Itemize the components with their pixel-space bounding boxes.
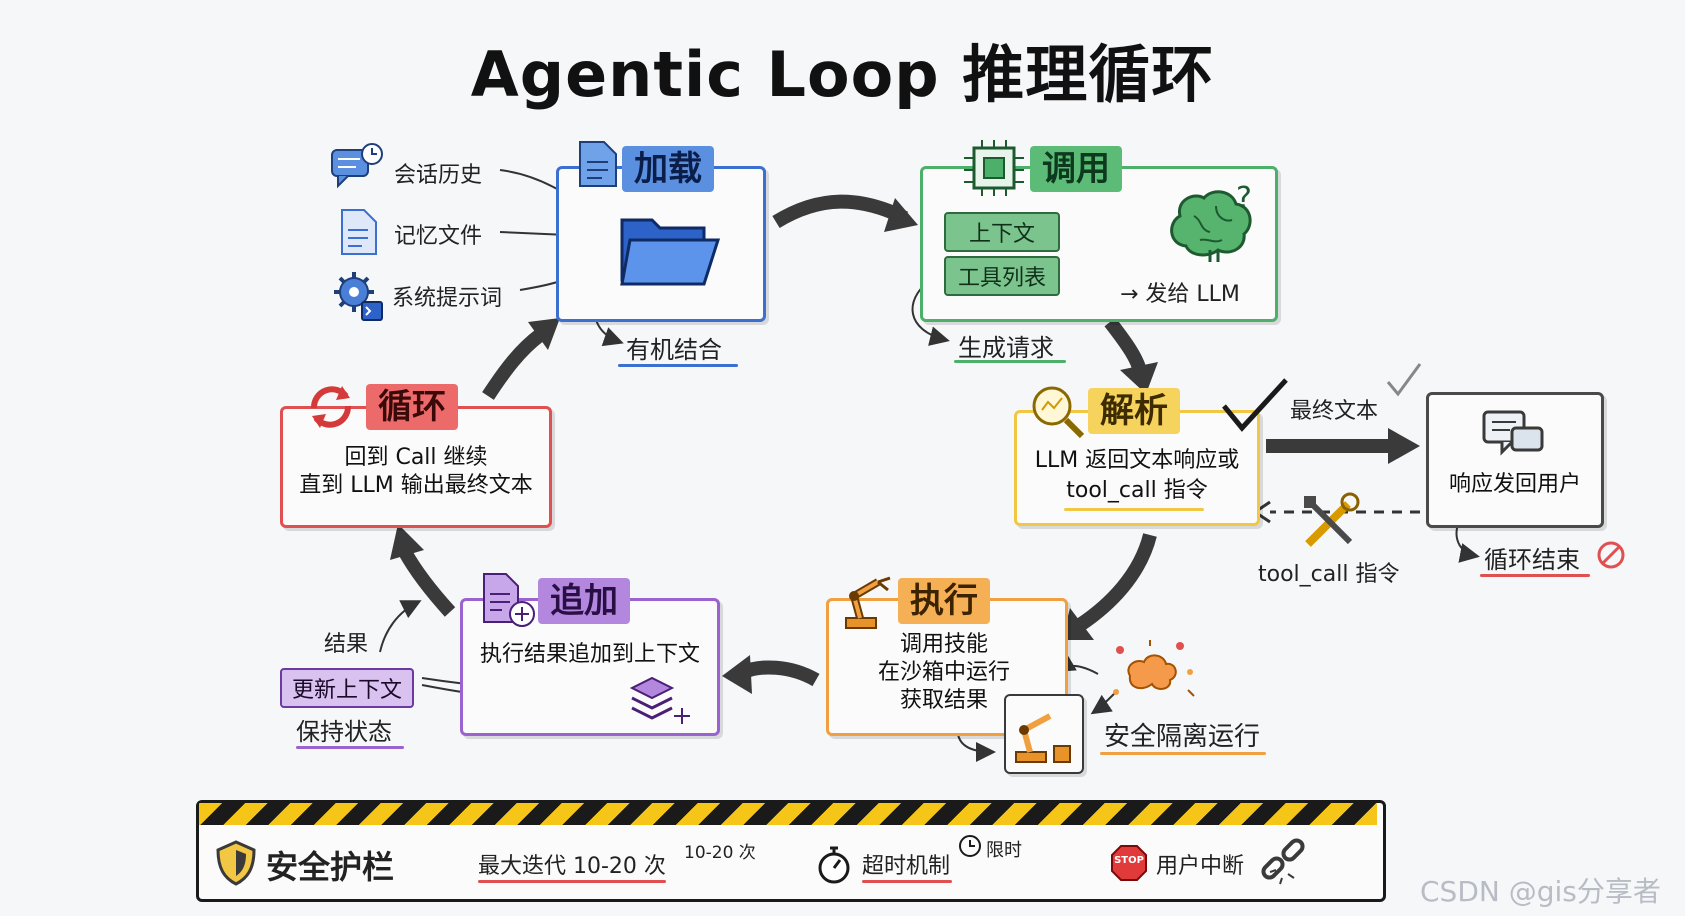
shield-icon [216, 840, 256, 886]
load-caption-underline [618, 364, 738, 367]
call-tools: 工具列表 [944, 256, 1060, 296]
parse-line1: LLM 返回文本响应或 [1034, 448, 1240, 473]
final-text-label: 最终文本 [1290, 399, 1379, 424]
update-context: 更新上下文 [280, 668, 414, 708]
folder-icon [620, 218, 721, 286]
arrow-parse-to-execute [1076, 533, 1157, 631]
explosion-icon [1113, 640, 1195, 697]
call-context: 上下文 [944, 212, 1060, 252]
guard-timeout: 超时机制 [862, 854, 951, 879]
load-caption: 有机结合 [626, 336, 722, 364]
arrow-call-to-parse [1104, 317, 1147, 374]
input-memory: 记忆文件 [394, 224, 483, 249]
arrow-execute-to-append [741, 660, 820, 687]
execute-line3: 获取结果 [899, 688, 988, 713]
robot-arm-icon [845, 576, 891, 629]
loop-line1: 回到 Call 继续 [344, 445, 488, 470]
respond-text: 响应发回用户 [1448, 472, 1581, 497]
stop-sign-icon [1111, 845, 1147, 881]
append-tag: 追加 [538, 578, 630, 624]
checkmark-icon [1222, 378, 1288, 432]
robot-arm-icon [1015, 713, 1071, 763]
respond-caption: 循环结束 [1484, 546, 1580, 574]
stopwatch-icon [818, 846, 850, 884]
append-text: 执行结果追加到上下文 [479, 642, 700, 667]
respond-caption-underline [1480, 574, 1590, 577]
load-tag: 加载 [622, 146, 714, 192]
document-icon [579, 141, 617, 187]
watermark: CSDN @gis分享者 [1420, 875, 1661, 908]
call-tag: 调用 [1030, 146, 1122, 192]
document-icon [341, 209, 377, 255]
magnifier-icon [1032, 386, 1085, 439]
execute-line2: 在沙箱中运行 [877, 660, 1010, 685]
gear-icon [334, 272, 383, 321]
no-entry-icon [1597, 541, 1625, 569]
call-caption: 生成请求 [958, 334, 1054, 362]
question-mark-icon: ? [1236, 181, 1252, 216]
result-label: 结果 [324, 632, 369, 657]
guardrail-title: 安全护栏 [266, 848, 395, 886]
guard-max-iter: 最大迭代 10-20 次 [478, 854, 666, 879]
guard-timeout-underline [862, 880, 952, 883]
tools-icon [1304, 492, 1360, 547]
arrow-append-to-loop [398, 548, 456, 617]
execute-caption-underline [1100, 752, 1266, 755]
arrow-loop-to-load [482, 329, 545, 400]
guard-timeout-note: 限时 [986, 840, 1022, 861]
call-send: → 发给 LLM [1120, 282, 1240, 307]
chat-icon [331, 143, 383, 189]
refresh-icon [311, 386, 351, 428]
clock-icon [959, 835, 981, 857]
parse-underline [1064, 508, 1204, 511]
guard-iter-note: 10-20 次 [684, 843, 756, 863]
keep-state: 保持状态 [296, 718, 392, 746]
parse-line2: tool_call 指令 [1066, 478, 1208, 503]
speech-bubble-icon [1482, 410, 1544, 456]
guard-max-iter-underline [478, 880, 666, 883]
arrow-load-to-call [772, 194, 909, 229]
parse-tag: 解析 [1088, 388, 1180, 434]
keep-state-underline [296, 746, 404, 749]
layers-icon [629, 676, 690, 724]
execute-caption: 安全隔离运行 [1104, 722, 1261, 752]
diagram-title: Agentic Loop 推理循环 [470, 38, 1215, 111]
input-system-prompt: 系统提示词 [392, 286, 503, 311]
add-document-icon [483, 573, 535, 627]
stop-badge: STOP [1114, 855, 1144, 866]
broken-link-icon [1261, 838, 1305, 885]
loop-line2: 直到 LLM 输出最终文本 [299, 473, 533, 498]
chip-icon [964, 140, 1024, 196]
hazard-stripe [199, 803, 1377, 825]
checkmark-icon [1386, 363, 1422, 397]
arrow-result [379, 600, 422, 653]
input-history: 会话历史 [394, 163, 483, 188]
toolcall-label: tool_call 指令 [1258, 562, 1400, 587]
brain-icon: ? [1170, 181, 1252, 262]
execute-tag: 执行 [898, 578, 990, 624]
call-caption-underline [954, 360, 1066, 363]
execute-line1: 调用技能 [899, 632, 988, 657]
loop-tag: 循环 [366, 384, 458, 430]
guard-interrupt: 用户中断 [1156, 854, 1245, 879]
